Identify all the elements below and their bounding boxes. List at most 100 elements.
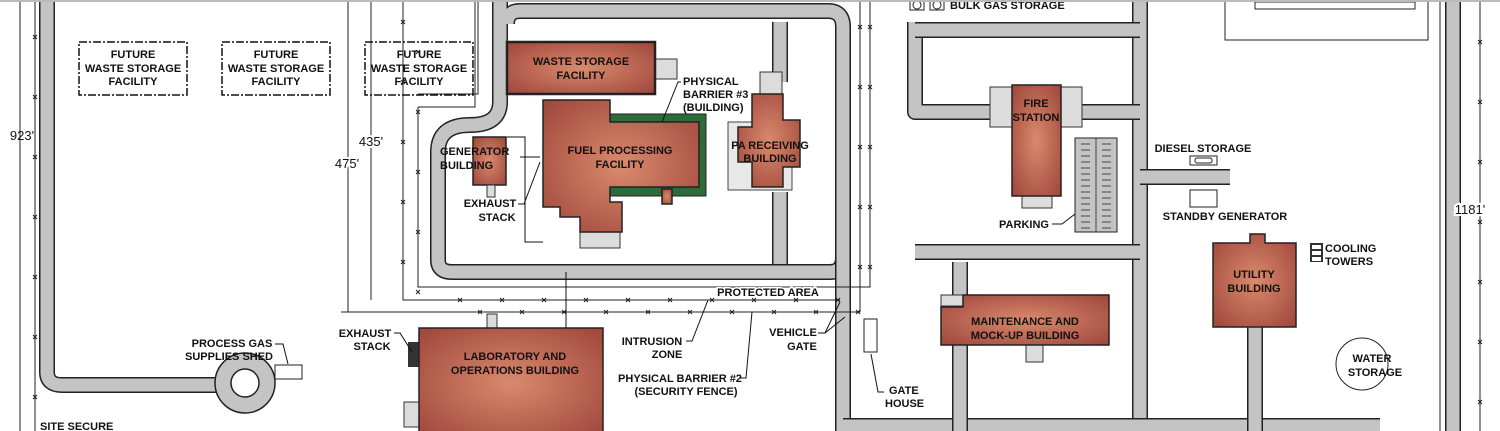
fence-post (32, 34, 38, 40)
fence-post (400, 79, 406, 85)
future-waste-storage-3: FUTURE WASTE STORAGE FACILITY (364, 41, 474, 96)
svg-text:(SECURITY FENCE): (SECURITY FENCE) (634, 386, 737, 398)
callout-physical-barrier-2: PHYSICAL BARRIER #2 (SECURITY FENCE) (618, 311, 753, 398)
roads (39, 2, 1461, 431)
fence-post (499, 297, 505, 303)
svg-text:FACILITY: FACILITY (395, 76, 445, 88)
svg-text:FACILITY: FACILITY (596, 159, 646, 171)
cooling-towers: COOLING TOWERS (1310, 243, 1376, 268)
dimension-lines: 923' 475' 435' 1181' (10, 2, 1487, 312)
dimension-1181: 1181' (1455, 202, 1485, 217)
fence-post (1477, 99, 1483, 105)
fence-post (771, 309, 777, 315)
fence-post (583, 297, 589, 303)
fence-post (400, 19, 406, 25)
fence-post (751, 297, 757, 303)
fence-post (32, 274, 38, 280)
fence-post (867, 204, 873, 210)
parking-lot: PARKING (999, 137, 1118, 233)
fence-post (855, 309, 861, 315)
svg-text:FACILITY: FACILITY (252, 76, 302, 88)
svg-text:GENERATOR: GENERATOR (440, 146, 509, 158)
fence-post (1477, 339, 1483, 345)
fence-post (415, 49, 421, 55)
diesel-storage: DIESEL STORAGE (1155, 143, 1252, 166)
fence-post (400, 259, 406, 265)
svg-text:MOCK-UP BUILDING: MOCK-UP BUILDING (971, 330, 1080, 342)
process-gas-supplies-shed: PROCESS GAS SUPPLIES SHED (185, 338, 303, 380)
svg-text:ZONE: ZONE (652, 349, 683, 361)
fire-station: FIRE STATION (989, 84, 1083, 209)
fence-post (541, 297, 547, 303)
fence-post (32, 334, 38, 340)
fence-post (32, 94, 38, 100)
svg-text:UTILITY: UTILITY (1233, 269, 1275, 281)
fence-post (645, 309, 651, 315)
svg-text:LABORATORY AND: LABORATORY AND (464, 351, 567, 363)
gate-house: GATE HOUSE (863, 318, 924, 410)
fence-post (857, 204, 863, 210)
fence-post (729, 309, 735, 315)
maintenance-and-mockup-building: MAINTENANCE AND MOCK-UP BUILDING (940, 294, 1110, 363)
pa-receiving-building: PA RECEIVING BUILDING (727, 71, 809, 191)
svg-text:DIESEL STORAGE: DIESEL STORAGE (1155, 143, 1252, 155)
fence-post (400, 199, 406, 205)
protected-area-label: PROTECTED AREA (717, 287, 819, 299)
svg-text:PA RECEIVING: PA RECEIVING (731, 140, 809, 152)
svg-text:FUEL PROCESSING: FUEL PROCESSING (568, 145, 673, 157)
fence-post (857, 144, 863, 150)
fence-post (667, 297, 673, 303)
future-waste-storage-1: FUTURE WASTE STORAGE FACILITY (78, 41, 188, 96)
svg-text:PHYSICAL BARRIER #2: PHYSICAL BARRIER #2 (618, 373, 742, 385)
svg-text:WASTE STORAGE: WASTE STORAGE (371, 63, 467, 75)
svg-text:EXHAUST: EXHAUST (339, 328, 392, 340)
svg-text:WASTE STORAGE: WASTE STORAGE (228, 63, 324, 75)
svg-text:VEHICLE: VEHICLE (769, 327, 817, 339)
svg-text:OPERATIONS BUILDING: OPERATIONS BUILDING (451, 365, 579, 377)
fence-post (867, 84, 873, 90)
svg-text:STORAGE: STORAGE (1348, 367, 1402, 379)
fence-post (1477, 279, 1483, 285)
svg-text:COOLING: COOLING (1325, 243, 1376, 255)
svg-text:HOUSE: HOUSE (885, 398, 924, 410)
svg-text:BUILDING: BUILDING (1227, 283, 1280, 295)
fence-post (1477, 399, 1483, 405)
fence-post (457, 297, 463, 303)
fence-post (857, 84, 863, 90)
fence-post (867, 264, 873, 270)
fence-post (32, 214, 38, 220)
fence-post (793, 297, 799, 303)
svg-text:WASTE STORAGE: WASTE STORAGE (533, 56, 629, 68)
svg-text:FUTURE: FUTURE (111, 49, 156, 61)
laboratory-and-operations-building: LABORATORY AND OPERATIONS BUILDING (403, 313, 604, 431)
fence-post (561, 309, 567, 315)
svg-text:BUILDING: BUILDING (440, 160, 493, 172)
fence-post (415, 289, 421, 295)
security-fences (341, 2, 1481, 431)
fence-post (867, 24, 873, 30)
fence-post (415, 229, 421, 235)
fence-post (709, 297, 715, 303)
svg-text:WATER: WATER (1353, 353, 1392, 365)
callout-exhaust-stack-lower: EXHAUST STACK (339, 328, 413, 353)
svg-text:PHYSICAL: PHYSICAL (683, 76, 739, 88)
svg-text:BUILDING: BUILDING (743, 153, 796, 165)
dimension-475: 475' (335, 156, 359, 171)
svg-text:STATION: STATION (1013, 112, 1060, 124)
callout-vehicle-gate: VEHICLE GATE (769, 301, 846, 353)
future-waste-storage-2: FUTURE WASTE STORAGE FACILITY (221, 41, 331, 96)
callout-physical-barrier-3: PHYSICAL BARRIER #3 (BUILDING) (661, 76, 748, 123)
fence-post (400, 139, 406, 145)
fence-post (867, 144, 873, 150)
bulk-gas-storage: BULK GAS STORAGE (909, 2, 1065, 12)
fence-post (1477, 39, 1483, 45)
fence-post (603, 309, 609, 315)
svg-text:BULK GAS STORAGE: BULK GAS STORAGE (950, 2, 1065, 12)
fence-post (32, 154, 38, 160)
svg-text:GATE: GATE (889, 385, 919, 397)
svg-text:SUPPLIES SHED: SUPPLIES SHED (185, 351, 273, 363)
svg-text:FACILITY: FACILITY (557, 70, 607, 82)
standby-generator: STANDBY GENERATOR (1163, 189, 1287, 223)
site-fence-left (19, 2, 36, 431)
svg-text:GATE: GATE (787, 341, 817, 353)
